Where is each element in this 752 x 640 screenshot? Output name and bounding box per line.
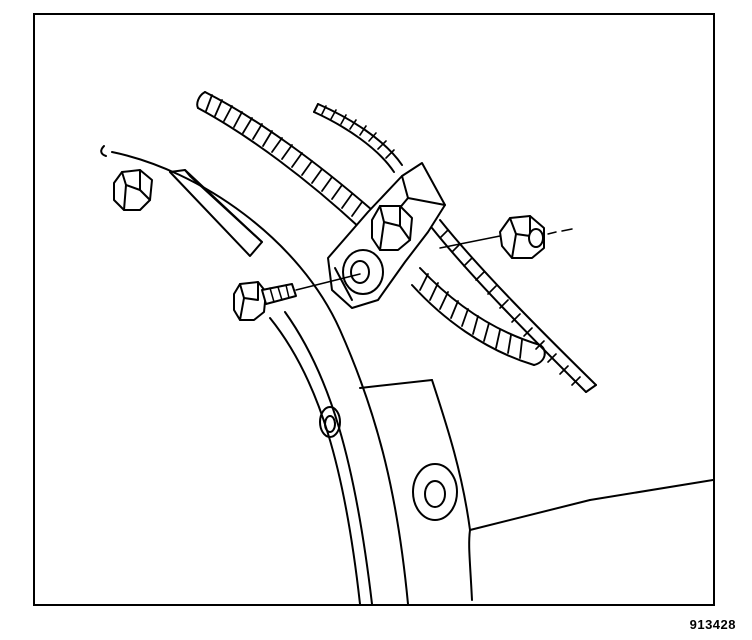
hex-nut-icon [439, 215, 573, 259]
transmission-housing-icon [100, 145, 713, 604]
bracket-nut-icon [371, 205, 413, 251]
transmission-bolt-icon [113, 169, 153, 211]
stud-bolt-icon [233, 273, 361, 321]
figure-number: 913428 [689, 617, 736, 632]
diagram-frame [33, 13, 715, 606]
wiring-harness-upper-icon [196, 91, 546, 366]
